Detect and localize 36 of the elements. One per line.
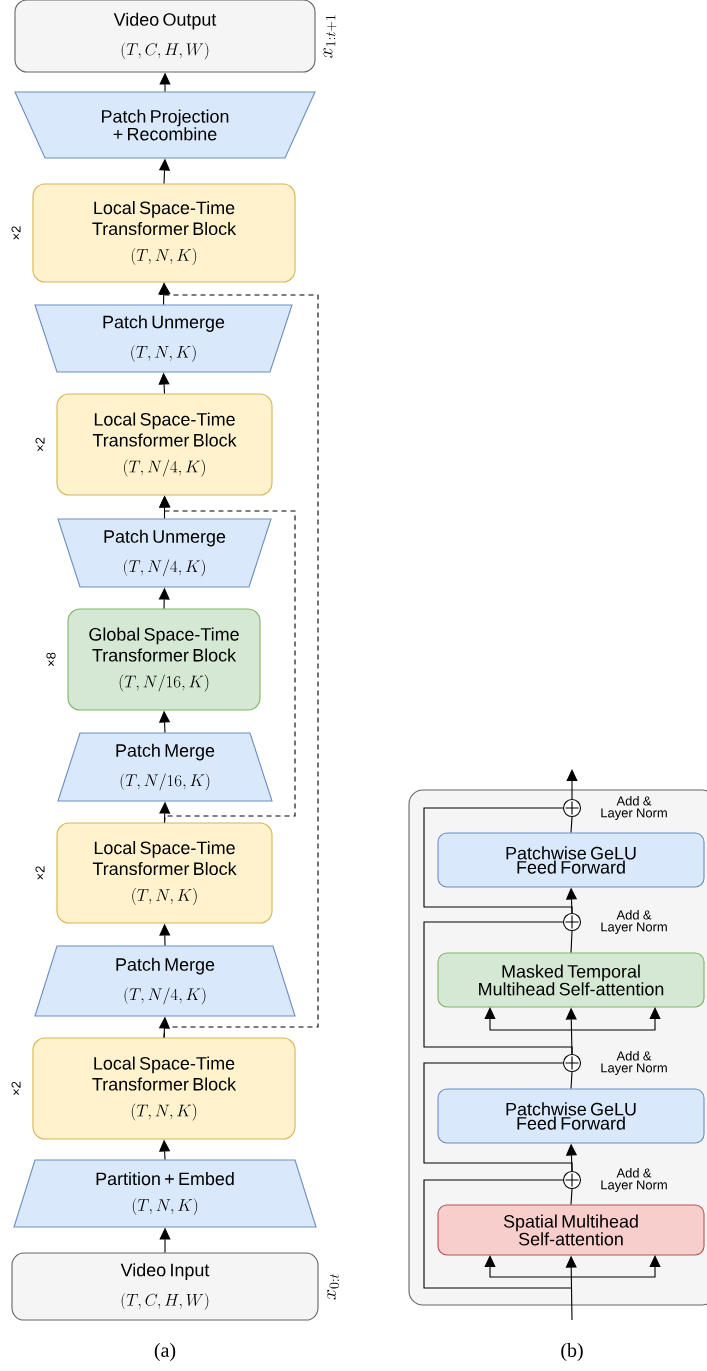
add-norm-label: Add & Layer Norm xyxy=(601,796,667,820)
repeat-label: ×2 xyxy=(11,226,21,240)
repeat-label: ×2 xyxy=(35,866,45,880)
layer-box: Patchwise GeLU Feed Forward xyxy=(437,832,705,888)
block-box: Local Space-Time Transformer Block $(T,N,K)$ xyxy=(32,183,296,283)
trapezoid-block: Partition + Embed $(T,N,K)$ xyxy=(13,1159,317,1228)
add-circle xyxy=(562,912,582,932)
panel-caption: (b) xyxy=(561,1343,583,1362)
trapezoid-block: Patch Unmerge $(T,N,K)$ xyxy=(34,304,293,373)
add-circle xyxy=(562,1170,582,1190)
repeat-label: ×2 xyxy=(35,437,45,451)
block-box: Local Space-Time Transformer Block $(T,N,K)$ xyxy=(32,1037,296,1140)
add-circle xyxy=(562,798,582,818)
repeat-label: ×8 xyxy=(46,652,56,666)
layer-box: Masked Temporal Multihead Self-attention xyxy=(437,952,705,1008)
trapezoid-block: Patch Merge $(T,N/4,K)$ xyxy=(34,945,296,1017)
layer-box: Spatial Multihead Self-attention xyxy=(437,1204,705,1256)
trapezoid-block: Patch Projection + Recombine xyxy=(14,91,316,159)
add-circle xyxy=(562,1053,582,1073)
block-box: Global Space-Time Transformer Block $(T,N/16,K)$ xyxy=(67,608,261,711)
trapezoid-block: Patch Unmerge $(T,N/4,K)$ xyxy=(57,518,272,588)
repeat-label: ×2 xyxy=(11,1081,21,1095)
layer-box: Patchwise GeLU Feed Forward xyxy=(437,1088,705,1144)
arrow xyxy=(566,769,578,800)
panel-caption: (a) xyxy=(154,1343,176,1362)
block-box: Video Output $(T,C,H,W)$ xyxy=(14,0,316,73)
variable-label: $x_{0:t}$ xyxy=(327,1273,340,1300)
block-box: Video Input $(T,C,H,W)$ xyxy=(11,1252,319,1321)
add-norm-label: Add & Layer Norm xyxy=(601,910,667,934)
variable-label: $x_{1:t+1}$ xyxy=(323,15,337,58)
trapezoid-block: Patch Merge $(T,N/16,K)$ xyxy=(57,732,273,802)
add-norm-label: Add & Layer Norm xyxy=(601,1051,667,1076)
arrow xyxy=(484,1255,661,1321)
block-box: Local Space-Time Transformer Block $(T,N/4,K)$ xyxy=(56,393,273,496)
block-box: Local Space-Time Transformer Block $(T,N,K)$ xyxy=(56,822,273,924)
add-norm-label: Add & Layer Norm xyxy=(601,1168,667,1193)
